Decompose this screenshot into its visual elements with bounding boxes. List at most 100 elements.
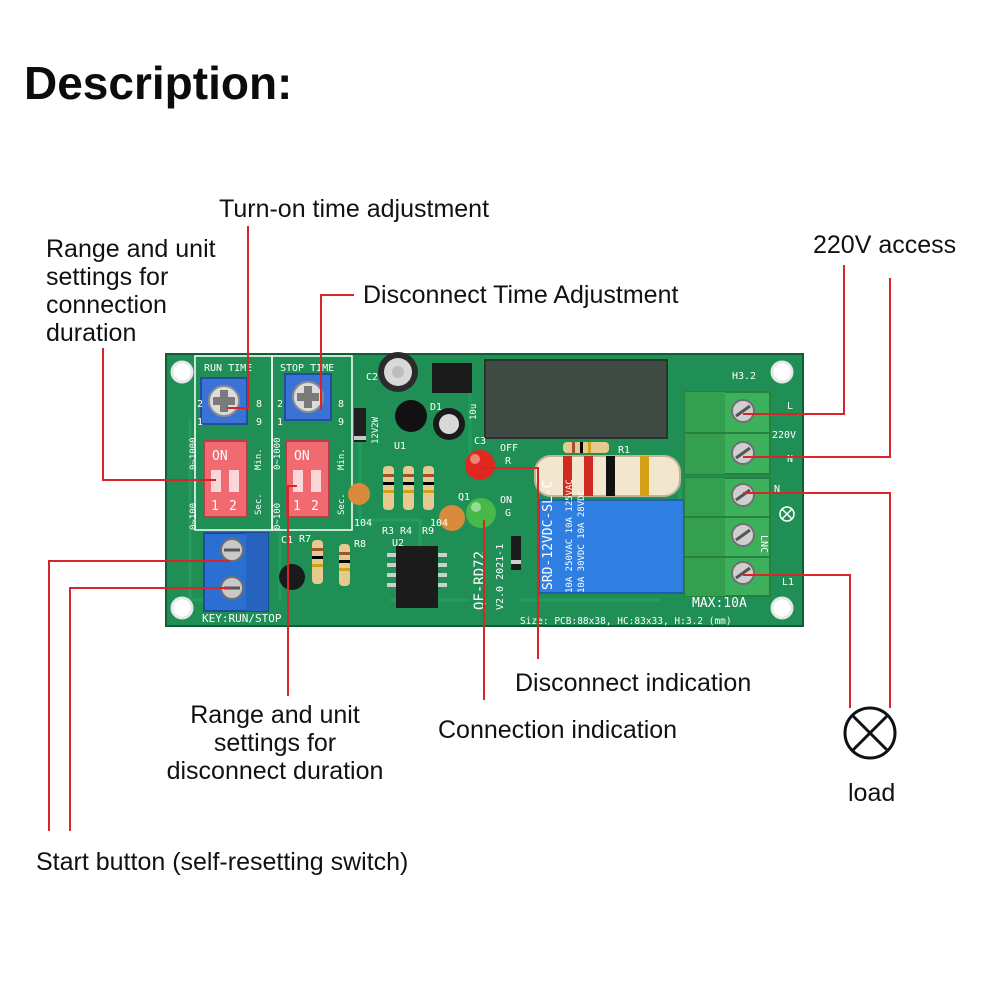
callout-disconnect-indication: Disconnect indication xyxy=(515,669,751,697)
svg-text:1: 1 xyxy=(211,499,219,514)
svg-text:0~1000: 0~1000 xyxy=(273,437,283,470)
svg-text:R8: R8 xyxy=(354,539,366,550)
svg-text:Min.: Min. xyxy=(254,448,264,470)
svg-text:220V: 220V xyxy=(772,430,796,441)
capacitor-104-b xyxy=(439,505,465,531)
callout-range-disconnect: Range and unit settings for disconnect d… xyxy=(167,701,384,785)
transistor-q1 xyxy=(279,564,305,590)
resistor-r4 xyxy=(403,466,414,510)
svg-text:ON: ON xyxy=(500,495,512,506)
diode xyxy=(511,536,521,570)
capacitor-10u xyxy=(433,408,465,440)
stop-time-potentiometer[interactable] xyxy=(284,373,332,421)
svg-text:R7: R7 xyxy=(299,534,311,545)
svg-text:12V2W: 12V2W xyxy=(371,416,381,444)
svg-text:Sec.: Sec. xyxy=(254,493,264,515)
svg-text:0~100: 0~100 xyxy=(273,503,283,530)
svg-text:R: R xyxy=(505,456,512,467)
svg-text:OFF: OFF xyxy=(500,443,518,454)
svg-text:connection: connection xyxy=(46,291,167,319)
pcb-board: RUN TIME STOP TIME 2 8 1 9 2 8 1 9 0~100… xyxy=(165,352,804,627)
callout-load: load xyxy=(848,779,895,807)
svg-text:U2: U2 xyxy=(392,538,404,549)
power-resistor xyxy=(534,455,681,497)
zener-diode xyxy=(354,408,366,442)
svg-text:1: 1 xyxy=(197,417,203,428)
svg-text:2: 2 xyxy=(197,399,203,410)
svg-text:10u: 10u xyxy=(469,404,479,420)
version-label: V2.0 2021-1 xyxy=(495,544,506,610)
svg-text:R3: R3 xyxy=(382,526,394,537)
svg-text:R9: R9 xyxy=(422,526,434,537)
mount-hole xyxy=(170,360,794,620)
svg-text:Range and unit: Range and unit xyxy=(46,235,216,263)
svg-text:settings for: settings for xyxy=(46,263,168,291)
capacitor-104-a xyxy=(348,483,370,505)
run-time-label: RUN TIME xyxy=(204,363,252,374)
svg-text:LNC: LNC xyxy=(758,535,769,553)
svg-text:D1: D1 xyxy=(430,402,442,413)
stop-dip-switch[interactable]: ON 1 2 xyxy=(285,440,330,518)
svg-text:0~100: 0~100 xyxy=(189,503,199,530)
connection-led xyxy=(466,498,496,528)
load-lamp-icon xyxy=(843,706,897,760)
resistor-r3 xyxy=(383,466,394,510)
svg-text:G: G xyxy=(505,508,511,519)
stop-time-label: STOP TIME xyxy=(280,363,334,374)
svg-text:9: 9 xyxy=(338,417,344,428)
svg-text:9: 9 xyxy=(256,417,262,428)
run-time-potentiometer[interactable] xyxy=(200,377,248,425)
callout-220v-access: 220V access xyxy=(813,231,956,259)
capacitor-c2 xyxy=(378,352,418,392)
callout-connection-indication: Connection indication xyxy=(438,716,677,744)
size-label: Size: PCB:88x38, HC:83x33, H:3.2 (mm) xyxy=(520,616,732,627)
load-terminal-block[interactable] xyxy=(684,477,771,597)
svg-text:2: 2 xyxy=(311,499,319,514)
svg-text:H3.2: H3.2 xyxy=(732,371,756,382)
svg-text:L: L xyxy=(787,401,793,412)
callout-start-button: Start button (self-resetting switch) xyxy=(36,848,408,876)
svg-text:ON: ON xyxy=(212,449,228,464)
svg-text:1: 1 xyxy=(277,417,283,428)
power-terminal-block[interactable] xyxy=(684,391,771,475)
svg-text:10A 30VDC 10A 28VDC: 10A 30VDC 10A 28VDC xyxy=(577,490,587,593)
resistor-r8 xyxy=(339,544,350,586)
callout-range-connection: Range and unit settings for connection d… xyxy=(46,235,216,347)
svg-text:U1: U1 xyxy=(394,441,406,452)
svg-text:C3: C3 xyxy=(474,436,486,447)
svg-text:N: N xyxy=(774,484,780,495)
svg-text:104: 104 xyxy=(354,518,372,529)
svg-text:L1: L1 xyxy=(782,577,794,588)
svg-text:8: 8 xyxy=(338,399,344,410)
svg-text:Sec.: Sec. xyxy=(337,493,347,515)
svg-text:0~1000: 0~1000 xyxy=(189,437,199,470)
svg-text:SRD-12VDC-SL-C: SRD-12VDC-SL-C xyxy=(541,480,556,590)
callout-turn-on-time: Turn-on time adjustment xyxy=(219,195,489,223)
svg-text:C2: C2 xyxy=(366,372,378,383)
resistor-r1 xyxy=(563,442,609,453)
svg-text:8: 8 xyxy=(256,399,262,410)
svg-text:104: 104 xyxy=(430,518,448,529)
svg-text:2: 2 xyxy=(229,499,237,514)
svg-text:2: 2 xyxy=(277,399,283,410)
svg-text:R1: R1 xyxy=(618,445,630,456)
svg-text:Q1: Q1 xyxy=(458,492,470,503)
svg-text:10A 250VAC 10A 125VAC: 10A 250VAC 10A 125VAC xyxy=(565,479,575,593)
svg-text:Min.: Min. xyxy=(337,448,347,470)
regulator-u1 xyxy=(395,400,427,432)
start-button-terminal[interactable] xyxy=(203,532,269,612)
callout-disconnect-time: Disconnect Time Adjustment xyxy=(363,281,678,309)
resistor-r9 xyxy=(423,466,434,510)
svg-text:1: 1 xyxy=(293,499,301,514)
model-label: QF-RD72 xyxy=(472,551,488,610)
lamp-symbol-icon xyxy=(779,506,795,522)
leader-lines xyxy=(48,226,891,831)
key-label: KEY:RUN/STOP xyxy=(202,612,282,625)
svg-text:Range and unit: Range and unit xyxy=(190,701,360,729)
disconnect-led xyxy=(465,450,495,480)
bridge-rectifier xyxy=(432,363,472,393)
max-current-label: MAX:10A xyxy=(692,596,747,611)
ic-u2 xyxy=(387,546,447,608)
svg-text:ON: ON xyxy=(294,449,310,464)
